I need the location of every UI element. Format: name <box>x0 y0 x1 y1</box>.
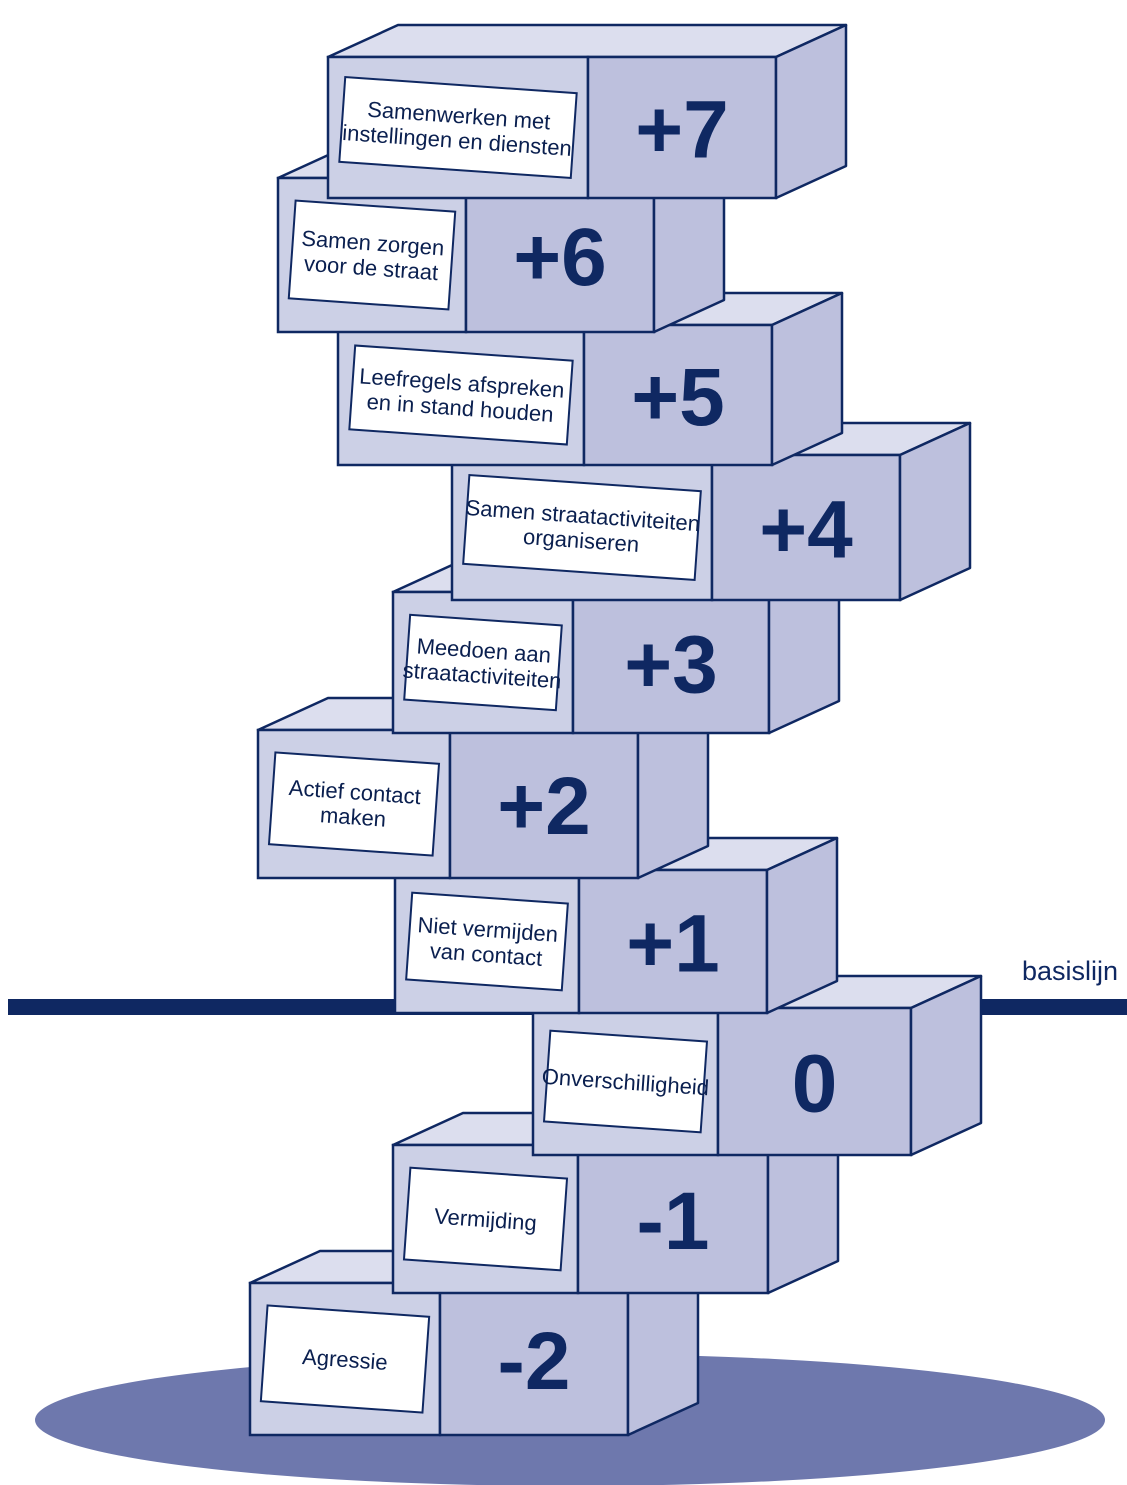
step-label-box <box>267 751 441 857</box>
step-label-group: Agressie <box>259 1304 431 1414</box>
baseline-label: basislijn <box>1022 956 1118 986</box>
step-number: +4 <box>759 485 853 576</box>
step-number: +3 <box>624 620 718 711</box>
step-number-face <box>577 868 769 1015</box>
step-number: +2 <box>497 761 591 852</box>
step-label-box <box>338 75 578 180</box>
step-label-box <box>259 1304 431 1414</box>
step-number-face <box>586 55 778 200</box>
step-label-box <box>462 473 702 582</box>
step-number: 0 <box>792 1039 838 1130</box>
step-number: -1 <box>637 1176 710 1267</box>
step-label-line: Agressie <box>301 1344 388 1375</box>
step-number: -2 <box>498 1316 571 1407</box>
step-label-group: Onverschilligheid <box>541 1029 710 1134</box>
step-number-face <box>571 590 771 735</box>
step-number-face <box>710 453 902 602</box>
step-label-box <box>402 1166 569 1272</box>
step-top-face <box>326 23 848 59</box>
step-blocks: Agressie -2 Vermijding -1 Onverschilligheid 0… <box>248 23 983 1437</box>
step-side-face <box>765 836 839 1015</box>
step-label-line: maken <box>319 802 387 832</box>
step-side-face <box>770 291 844 467</box>
step-block: Vermijding -1 <box>391 1111 840 1295</box>
step-label-group: Vermijding <box>402 1166 569 1272</box>
step-number-face <box>716 1006 913 1157</box>
step-label-box <box>287 199 457 311</box>
step-label-box <box>405 891 569 992</box>
step-side-face <box>774 23 848 200</box>
step-label-box <box>542 1029 709 1134</box>
step-side-face <box>909 974 983 1157</box>
step-number: +5 <box>631 352 725 443</box>
step-label-box <box>403 613 563 712</box>
step-number-face <box>582 323 774 467</box>
step-label-box <box>348 344 574 446</box>
step-number: +1 <box>626 899 720 990</box>
step-side-face <box>898 421 972 602</box>
step-number-face <box>448 728 640 880</box>
step-number: +6 <box>513 212 607 303</box>
step-number: +7 <box>635 85 729 176</box>
step-number-face <box>576 1143 770 1295</box>
